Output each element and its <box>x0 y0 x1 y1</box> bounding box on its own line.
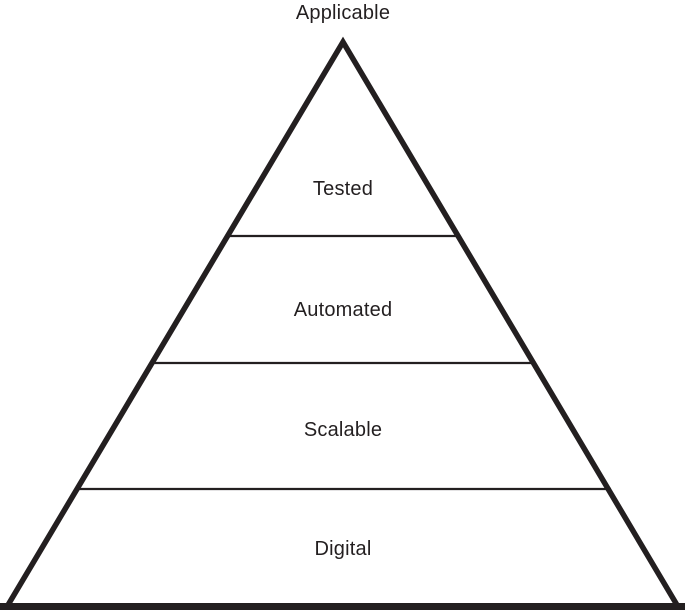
level-label-digital: Digital <box>314 538 372 560</box>
level-label-automated: Automated <box>293 299 393 321</box>
level-label-tested: Tested <box>312 178 374 200</box>
apex-label: Applicable <box>295 2 391 24</box>
pyramid-outline <box>5 36 680 607</box>
level-label-scalable: Scalable <box>303 419 383 441</box>
